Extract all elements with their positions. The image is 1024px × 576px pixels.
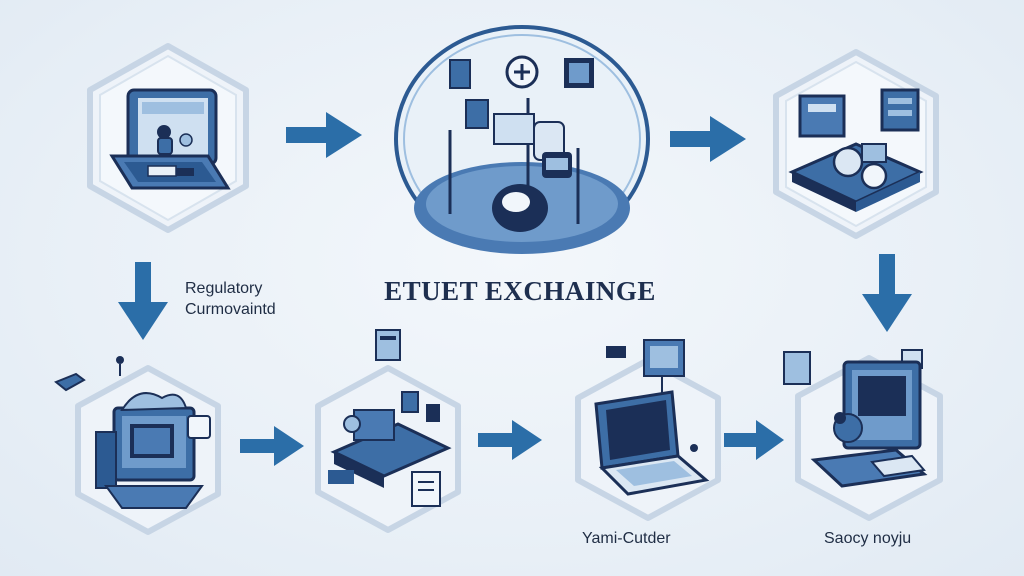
arrow-down-left [118, 262, 168, 340]
arrow-down-right [862, 254, 912, 332]
desktop-monitor-icon [54, 356, 211, 509]
exchange-hub-icon [414, 55, 630, 254]
arrow-right-2 [670, 116, 746, 162]
diagram-title: ETUET EXCHAINGE [384, 276, 656, 306]
arrow-right-4 [478, 420, 542, 460]
hex-laptop-node [566, 330, 730, 521]
hex-monitor-node [783, 336, 954, 522]
regulatory-label-line2: Curmovaintd [185, 301, 276, 318]
laptop-icon [594, 339, 710, 496]
saocy-noyju-label: Saocy noyju [824, 530, 912, 547]
laptop-desk-icon [109, 88, 231, 190]
office-desk-icon [328, 329, 452, 507]
hex-analysis-node [306, 324, 470, 546]
regulatory-label-line1: Regulatory [185, 280, 263, 297]
yami-cutder-label: Yami-Cutder [582, 530, 671, 547]
hex-computer-node [52, 348, 232, 540]
hex-workstation-node [78, 38, 258, 238]
monitor-workstation-icon [783, 349, 928, 488]
server-cubes-icon [788, 88, 924, 212]
hex-server-node [764, 44, 948, 244]
arrow-right-3 [240, 426, 304, 466]
arrow-right-5 [724, 420, 784, 460]
circle-exchange-node [388, 18, 656, 260]
arrow-right-1 [286, 112, 362, 158]
